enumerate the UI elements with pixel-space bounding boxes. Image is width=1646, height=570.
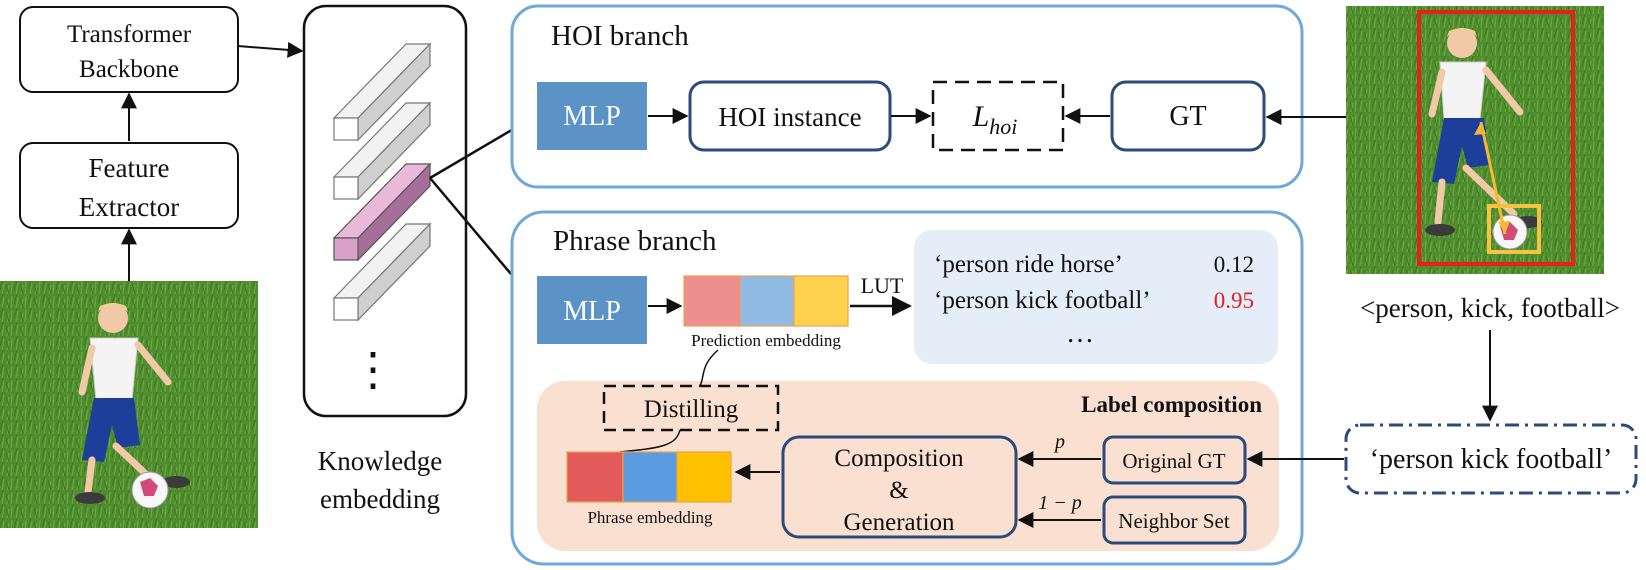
original-gt-box: Original GT xyxy=(1102,435,1247,485)
transformer-label-line2: Backbone xyxy=(79,56,179,83)
lut-row-2-score: 0.95 xyxy=(1214,288,1254,313)
composition-label-line1: Composition xyxy=(834,445,964,472)
lut-row-1-phrase: ‘person ride horse’ xyxy=(934,251,1123,278)
hoi-gt-box: GT xyxy=(1110,80,1266,152)
transformer-label-line1: Transformer xyxy=(67,21,192,48)
composition-label-line2: & xyxy=(889,477,908,504)
knowledge-embedding-box: ⋮ xyxy=(302,4,468,418)
lut-row-1-score: 0.12 xyxy=(1214,252,1254,277)
knowledge-prism-4 xyxy=(332,222,432,322)
phrase-mlp-label: MLP xyxy=(563,296,621,327)
hoi-gt-label: GT xyxy=(1169,101,1206,132)
hoi-loss-box: Lhoi xyxy=(931,80,1065,152)
knowledge-label-line1: Knowledge xyxy=(318,446,442,476)
label-composition-title: Label composition xyxy=(1081,392,1262,417)
lut-more: … xyxy=(1066,318,1094,349)
lut-row-2-phrase: ‘person kick football’ xyxy=(934,287,1151,314)
neighbor-set-box: Neighbor Set xyxy=(1102,495,1247,545)
svg-text:Lhoi: Lhoi xyxy=(972,100,1018,139)
hoi-instance-box: HOI instance xyxy=(688,80,892,152)
knowledge-prism-2 xyxy=(332,101,432,201)
lut-table: ‘person ride horse’ 0.12 ‘person kick fo… xyxy=(914,230,1278,364)
prediction-embedding xyxy=(683,275,849,327)
prob-one-minus-p-label: 1 − p xyxy=(1038,492,1082,514)
knowledge-label-line2: embedding xyxy=(320,484,440,514)
gt-phrase-box: ‘person kick football’ xyxy=(1344,423,1638,495)
distill-link-bottom xyxy=(619,429,681,453)
phrase-embedding-label: Phrase embedding xyxy=(587,508,713,527)
knowledge-dots: ⋮ xyxy=(350,344,396,395)
hoi-instance-label: HOI instance xyxy=(718,102,861,132)
distilling-label: Distilling xyxy=(644,396,739,423)
phrase-embedding xyxy=(566,451,732,503)
phrase-branch-title: Phrase branch xyxy=(553,225,717,257)
person-bbox xyxy=(1417,10,1575,266)
composition-generation-box: Composition & Generation xyxy=(781,435,1018,539)
knowledge-prism-highlighted xyxy=(332,162,432,262)
arrow-transformer-to-knowledge xyxy=(237,41,304,58)
transformer-backbone-box: Transformer Backbone xyxy=(19,6,239,93)
prob-p-label: p xyxy=(1053,431,1065,453)
phrase-mlp-box: MLP xyxy=(537,276,647,344)
hoi-mlp-box: MLP xyxy=(537,82,647,150)
distill-link-top xyxy=(699,349,719,387)
original-gt-label: Original GT xyxy=(1122,449,1225,473)
feature-extractor-box: Feature Extractor xyxy=(19,142,239,229)
input-photo xyxy=(0,281,258,528)
annotated-photo xyxy=(1346,6,1604,274)
interaction-line xyxy=(1479,121,1507,235)
prediction-embedding-label: Prediction embedding xyxy=(691,331,841,350)
triplet-label: <person, kick, football> xyxy=(1360,293,1620,323)
feature-label-line2: Extractor xyxy=(79,192,179,222)
phrase-branch-panel: Phrase branch MLP Prediction embedding L… xyxy=(510,210,1304,566)
hoi-loss-symbol: L xyxy=(972,100,990,133)
lut-label: LUT xyxy=(861,273,904,298)
distilling-box: Distilling xyxy=(602,384,780,432)
hoi-branch-title: HOI branch xyxy=(551,20,689,52)
gt-phrase-label: ‘person kick football’ xyxy=(1370,444,1613,475)
hoi-branch-panel: HOI branch MLP HOI instance Lhoi GT xyxy=(510,4,1304,189)
hoi-loss-subscript: hoi xyxy=(989,114,1017,139)
hoi-mlp-label: MLP xyxy=(563,101,621,132)
football-bbox xyxy=(1487,204,1541,254)
neighbor-set-label: Neighbor Set xyxy=(1118,509,1230,533)
feature-label-line1: Feature xyxy=(89,153,170,183)
label-composition-panel: Label composition Distilling Phrase embe… xyxy=(537,349,1279,551)
knowledge-prism-1 xyxy=(332,42,432,142)
composition-label-line3: Generation xyxy=(843,509,955,536)
